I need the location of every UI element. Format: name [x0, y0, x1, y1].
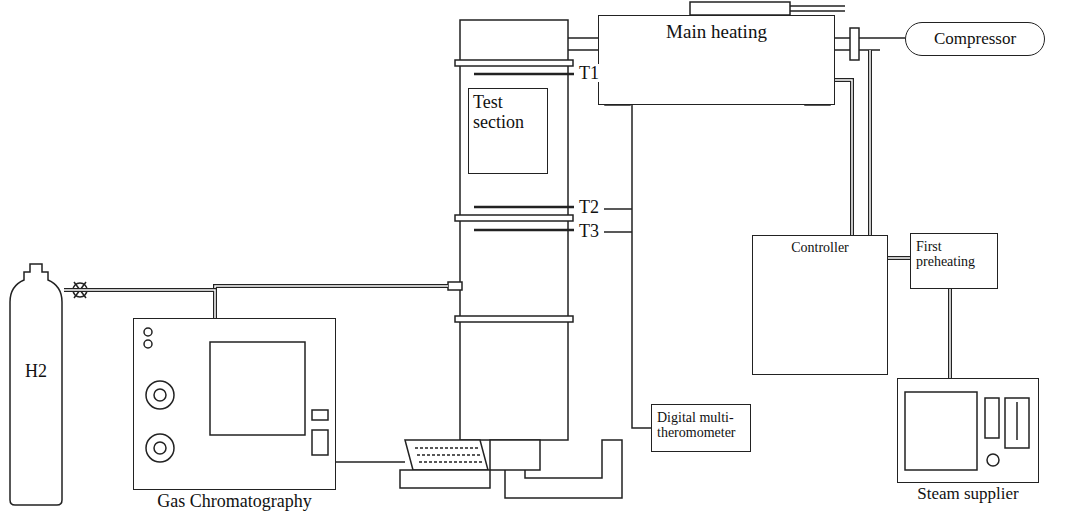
drawing-stroke	[415, 448, 484, 462]
drawing-stroke	[790, 6, 845, 11]
drawing-stroke	[400, 470, 490, 488]
node-label: Main heating	[605, 22, 828, 43]
drawing-stroke	[154, 442, 166, 454]
preheater-box: First preheating	[910, 233, 998, 289]
drawing-stroke	[870, 50, 910, 258]
drawing-stroke	[604, 76, 651, 428]
instrument-housing	[897, 378, 1039, 483]
connector-stroke	[949, 289, 951, 378]
drawing-stroke	[336, 461, 405, 463]
drawing-stroke	[215, 286, 448, 318]
node-label: Steam supplier	[897, 485, 1039, 504]
drawing-stroke	[987, 454, 999, 466]
drawing-stroke	[144, 328, 152, 336]
connector-stroke	[948, 289, 952, 378]
controller-box: Controller	[752, 235, 888, 375]
drawing-stroke	[448, 282, 462, 290]
drawing-stroke	[474, 73, 574, 76]
node-label: Test section	[473, 93, 543, 133]
main-heating-box: Main heating	[598, 15, 835, 105]
drawing-stroke	[604, 208, 632, 210]
connector-stroke	[64, 290, 215, 318]
drawing-stroke	[505, 440, 622, 498]
double-line-connector	[64, 290, 215, 318]
drawing-stroke	[455, 215, 573, 221]
cylinder-outline	[8, 262, 64, 507]
drawing-stroke	[312, 410, 328, 420]
drawing-stroke	[474, 229, 574, 232]
drawing-stroke	[850, 28, 859, 60]
connector-stroke	[64, 290, 215, 318]
drawing-stroke	[870, 50, 910, 258]
drawing-stroke	[215, 286, 448, 318]
drawing-stroke	[146, 434, 174, 462]
instrument-housing	[133, 318, 336, 490]
steam-supplier: Steam supplier	[897, 378, 1039, 511]
drawing-stroke	[146, 381, 174, 409]
drawing-stroke	[474, 206, 574, 209]
drawing-stroke	[905, 392, 977, 470]
drawing-stroke	[455, 60, 573, 66]
drawing-stroke	[835, 38, 905, 50]
gas-cylinder: H2	[8, 262, 64, 507]
drawing-stroke	[154, 389, 166, 401]
probe-label: T3	[578, 222, 600, 240]
probe-label: T1	[578, 64, 600, 82]
node-label: Gas Chromatography	[133, 492, 336, 512]
double-line-connector	[835, 80, 852, 235]
thermometer-box: Digital multi-theromometer	[651, 404, 751, 452]
connector-stroke	[835, 80, 852, 235]
node-label: Compressor	[913, 30, 1037, 49]
drawing-stroke	[490, 440, 540, 470]
drawing-stroke	[455, 316, 573, 322]
drawing-stroke	[985, 398, 999, 438]
drawing-stroke	[312, 430, 328, 455]
drawing-stroke	[1016, 402, 1018, 440]
cylinder-body	[10, 264, 62, 505]
gas-chromatograph: Gas Chromatography	[133, 318, 336, 510]
drawing-stroke	[1005, 398, 1029, 448]
compressor-oval: Compressor	[905, 22, 1045, 56]
node-label: H2	[8, 362, 64, 382]
drawing-stroke	[568, 38, 598, 50]
connector-stroke	[835, 80, 852, 235]
node-label: Digital multi-theromometer	[657, 410, 745, 441]
test-section-box: Test section	[468, 88, 548, 174]
drawing-stroke	[690, 2, 790, 15]
drawing-stroke	[604, 231, 632, 233]
double-line-connector	[950, 289, 951, 378]
node-label: First preheating	[916, 239, 992, 270]
probe-label: T2	[578, 198, 600, 216]
node-label: Controller	[757, 240, 883, 255]
drawing-stroke	[144, 340, 152, 348]
drawing-stroke	[405, 440, 488, 470]
drawing-stroke	[210, 342, 305, 435]
